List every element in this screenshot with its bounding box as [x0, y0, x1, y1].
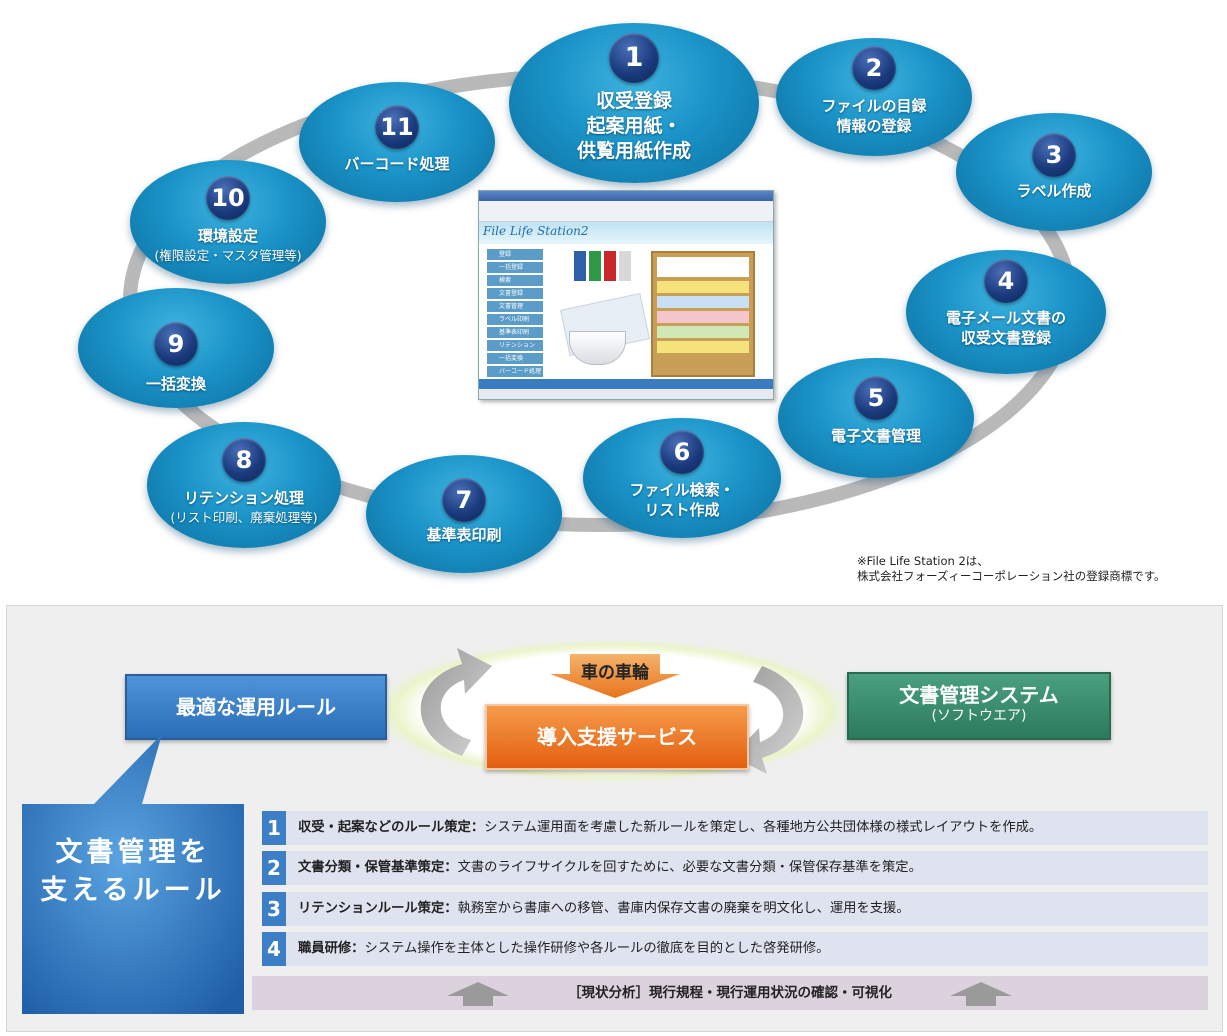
- step-label: ラベル作成: [1016, 182, 1092, 200]
- rule-text: 職員研修：システム操作を主体とした操作研修や各ルールの徹底を目的とした啓発研修。: [298, 941, 830, 956]
- menu-item[interactable]: 登録: [487, 249, 543, 260]
- step-label: バーコード処理: [344, 155, 450, 173]
- notice-board: [651, 251, 755, 377]
- rule-number: 1: [262, 811, 286, 845]
- step-label: ファイルの目録 情報の登録: [821, 97, 927, 135]
- status-bar: [479, 389, 773, 399]
- step-number-badge: 10: [206, 176, 250, 220]
- step-label: 基準表印刷: [426, 526, 502, 544]
- operation-rules-box: 最適な運用ルール: [125, 674, 387, 740]
- step-number-badge: 7: [442, 478, 486, 522]
- browser-toolbar: [479, 201, 773, 222]
- up-arrow-icon: [447, 982, 509, 1006]
- step-number-badge: 3: [1032, 133, 1076, 177]
- current-analysis-bar: ［現状分析］現行規程・現行運用状況の確認・可視化: [252, 976, 1208, 1010]
- rule-row-4: 4 職員研修：システム操作を主体とした操作研修や各ルールの徹底を目的とした啓発研…: [262, 932, 1208, 966]
- cycle-step-9: 9 一括変換: [78, 288, 274, 408]
- application-screenshot: File Life Station2 登録 一括登録 検索 文書登録 文書管理 …: [478, 190, 774, 400]
- cycle-step-4: 4 電子メール文書の 収受文書登録: [906, 250, 1106, 374]
- rule-row-1: 1 収受・起案などのルール策定：システム運用面を考慮した新ルールを策定し、各種地…: [262, 811, 1208, 845]
- step-label: ファイル検索・ リスト作成: [629, 481, 735, 519]
- rule-number: 4: [262, 932, 286, 966]
- rule-text: 収受・起案などのルール策定：システム運用面を考慮した新ルールを策定し、各種地方公…: [298, 820, 1043, 835]
- menu-item[interactable]: 一括登録: [487, 262, 543, 273]
- cycle-step-11: 11 バーコード処理: [299, 82, 495, 202]
- rule-text: リテンションルール策定：執務室から書庫への移管、書庫内保存文書の廃棄を明文化し、…: [298, 901, 910, 916]
- cycle-step-1: 1 収受登録 起案用紙・ 供覧用紙作成: [509, 23, 759, 183]
- cup-image: [569, 331, 626, 365]
- step-label: 電子文書管理: [830, 427, 921, 445]
- binder-image: [574, 251, 586, 281]
- support-panel: 車の車輪 導入支援サービス 最適な運用ルール 文書管理システム (ソフトウエア)…: [6, 605, 1223, 1032]
- analysis-text: ［現状分析］現行規程・現行運用状況の確認・可視化: [568, 985, 892, 1001]
- rule-row-2: 2 文書分類・保管基準策定：文書のライフサイクルを回すために、必要な文書分類・保…: [262, 851, 1208, 885]
- app-header: File Life Station2: [479, 222, 773, 244]
- step-number-badge: 1: [609, 33, 659, 83]
- callout-text: 文書管理を 支えるルール: [40, 837, 226, 906]
- step-label: 一括変換: [145, 375, 206, 393]
- workflow-cycle: 1 収受登録 起案用紙・ 供覧用紙作成 2 ファイルの目録 情報の登録 3 ラベ…: [78, 23, 1166, 583]
- implementation-support-box: 導入支援サービス: [485, 704, 749, 770]
- cycle-step-5: 5 電子文書管理: [778, 358, 974, 478]
- wheel-down-arrow: [550, 654, 680, 698]
- step-number-badge: 4: [984, 259, 1028, 303]
- step-label: リテンション処理 (リスト印刷、廃棄処理等): [170, 489, 318, 525]
- menu-item[interactable]: 文書登録: [487, 288, 543, 299]
- app-logo: File Life Station2: [483, 224, 589, 238]
- step-label: 電子メール文書の 収受文書登録: [945, 309, 1066, 347]
- cycle-step-8: 8 リテンション処理 (リスト印刷、廃棄処理等): [147, 422, 341, 548]
- step-label: 環境設定 (権限設定・マスタ管理等): [154, 227, 302, 263]
- cycle-step-10: 10 環境設定 (権限設定・マスタ管理等): [130, 160, 326, 284]
- binder-image: [589, 251, 601, 281]
- menu-item[interactable]: バーコード処理: [487, 366, 543, 377]
- menu-item[interactable]: 文書管理: [487, 301, 543, 312]
- rule-text: 文書分類・保管基準策定：文書のライフサイクルを回すために、必要な文書分類・保管保…: [298, 860, 922, 875]
- rules-callout: [22, 734, 244, 1014]
- step-label: 収受登録 起案用紙・ 供覧用紙作成: [576, 90, 691, 162]
- rule-number: 2: [262, 851, 286, 885]
- cycle-step-3: 3 ラベル作成: [956, 113, 1152, 231]
- rule-row-3: 3 リテンションルール策定：執務室から書庫への移管、書庫内保存文書の廃棄を明文化…: [262, 892, 1208, 926]
- step-number-badge: 11: [375, 105, 419, 149]
- menu-item[interactable]: ラベル印刷: [487, 314, 543, 325]
- window-titlebar: [479, 191, 773, 201]
- rule-number: 3: [262, 892, 286, 926]
- cycle-step-7: 7 基準表印刷: [366, 455, 562, 573]
- cycle-step-2: 2 ファイルの目録 情報の登録: [776, 38, 972, 156]
- cycle-step-6: 6 ファイル検索・ リスト作成: [583, 418, 781, 538]
- step-number-badge: 8: [222, 438, 266, 482]
- step-number-badge: 2: [852, 46, 896, 90]
- menu-item[interactable]: 基準表印刷: [487, 327, 543, 338]
- app-footer: [479, 379, 773, 389]
- app-menu: 登録 一括登録 検索 文書登録 文書管理 ラベル印刷 基準表印刷 リテンション …: [487, 249, 543, 377]
- binder-image: [604, 251, 616, 281]
- wheel-label: 車の車輪: [581, 663, 649, 683]
- document-system-box: 文書管理システム (ソフトウエア): [847, 672, 1111, 740]
- trademark-note: ※File Life Station 2は、 株式会社フォーズィーコーポレーショ…: [857, 554, 1166, 583]
- step-number-badge: 6: [660, 430, 704, 474]
- menu-item[interactable]: リテンション: [487, 340, 543, 351]
- step-number-badge: 5: [854, 376, 898, 420]
- step-number-badge: 9: [154, 322, 198, 366]
- menu-item[interactable]: 一括変換: [487, 353, 543, 364]
- menu-item[interactable]: 検索: [487, 275, 543, 286]
- binder-image: [619, 251, 631, 281]
- up-arrow-icon: [950, 982, 1012, 1006]
